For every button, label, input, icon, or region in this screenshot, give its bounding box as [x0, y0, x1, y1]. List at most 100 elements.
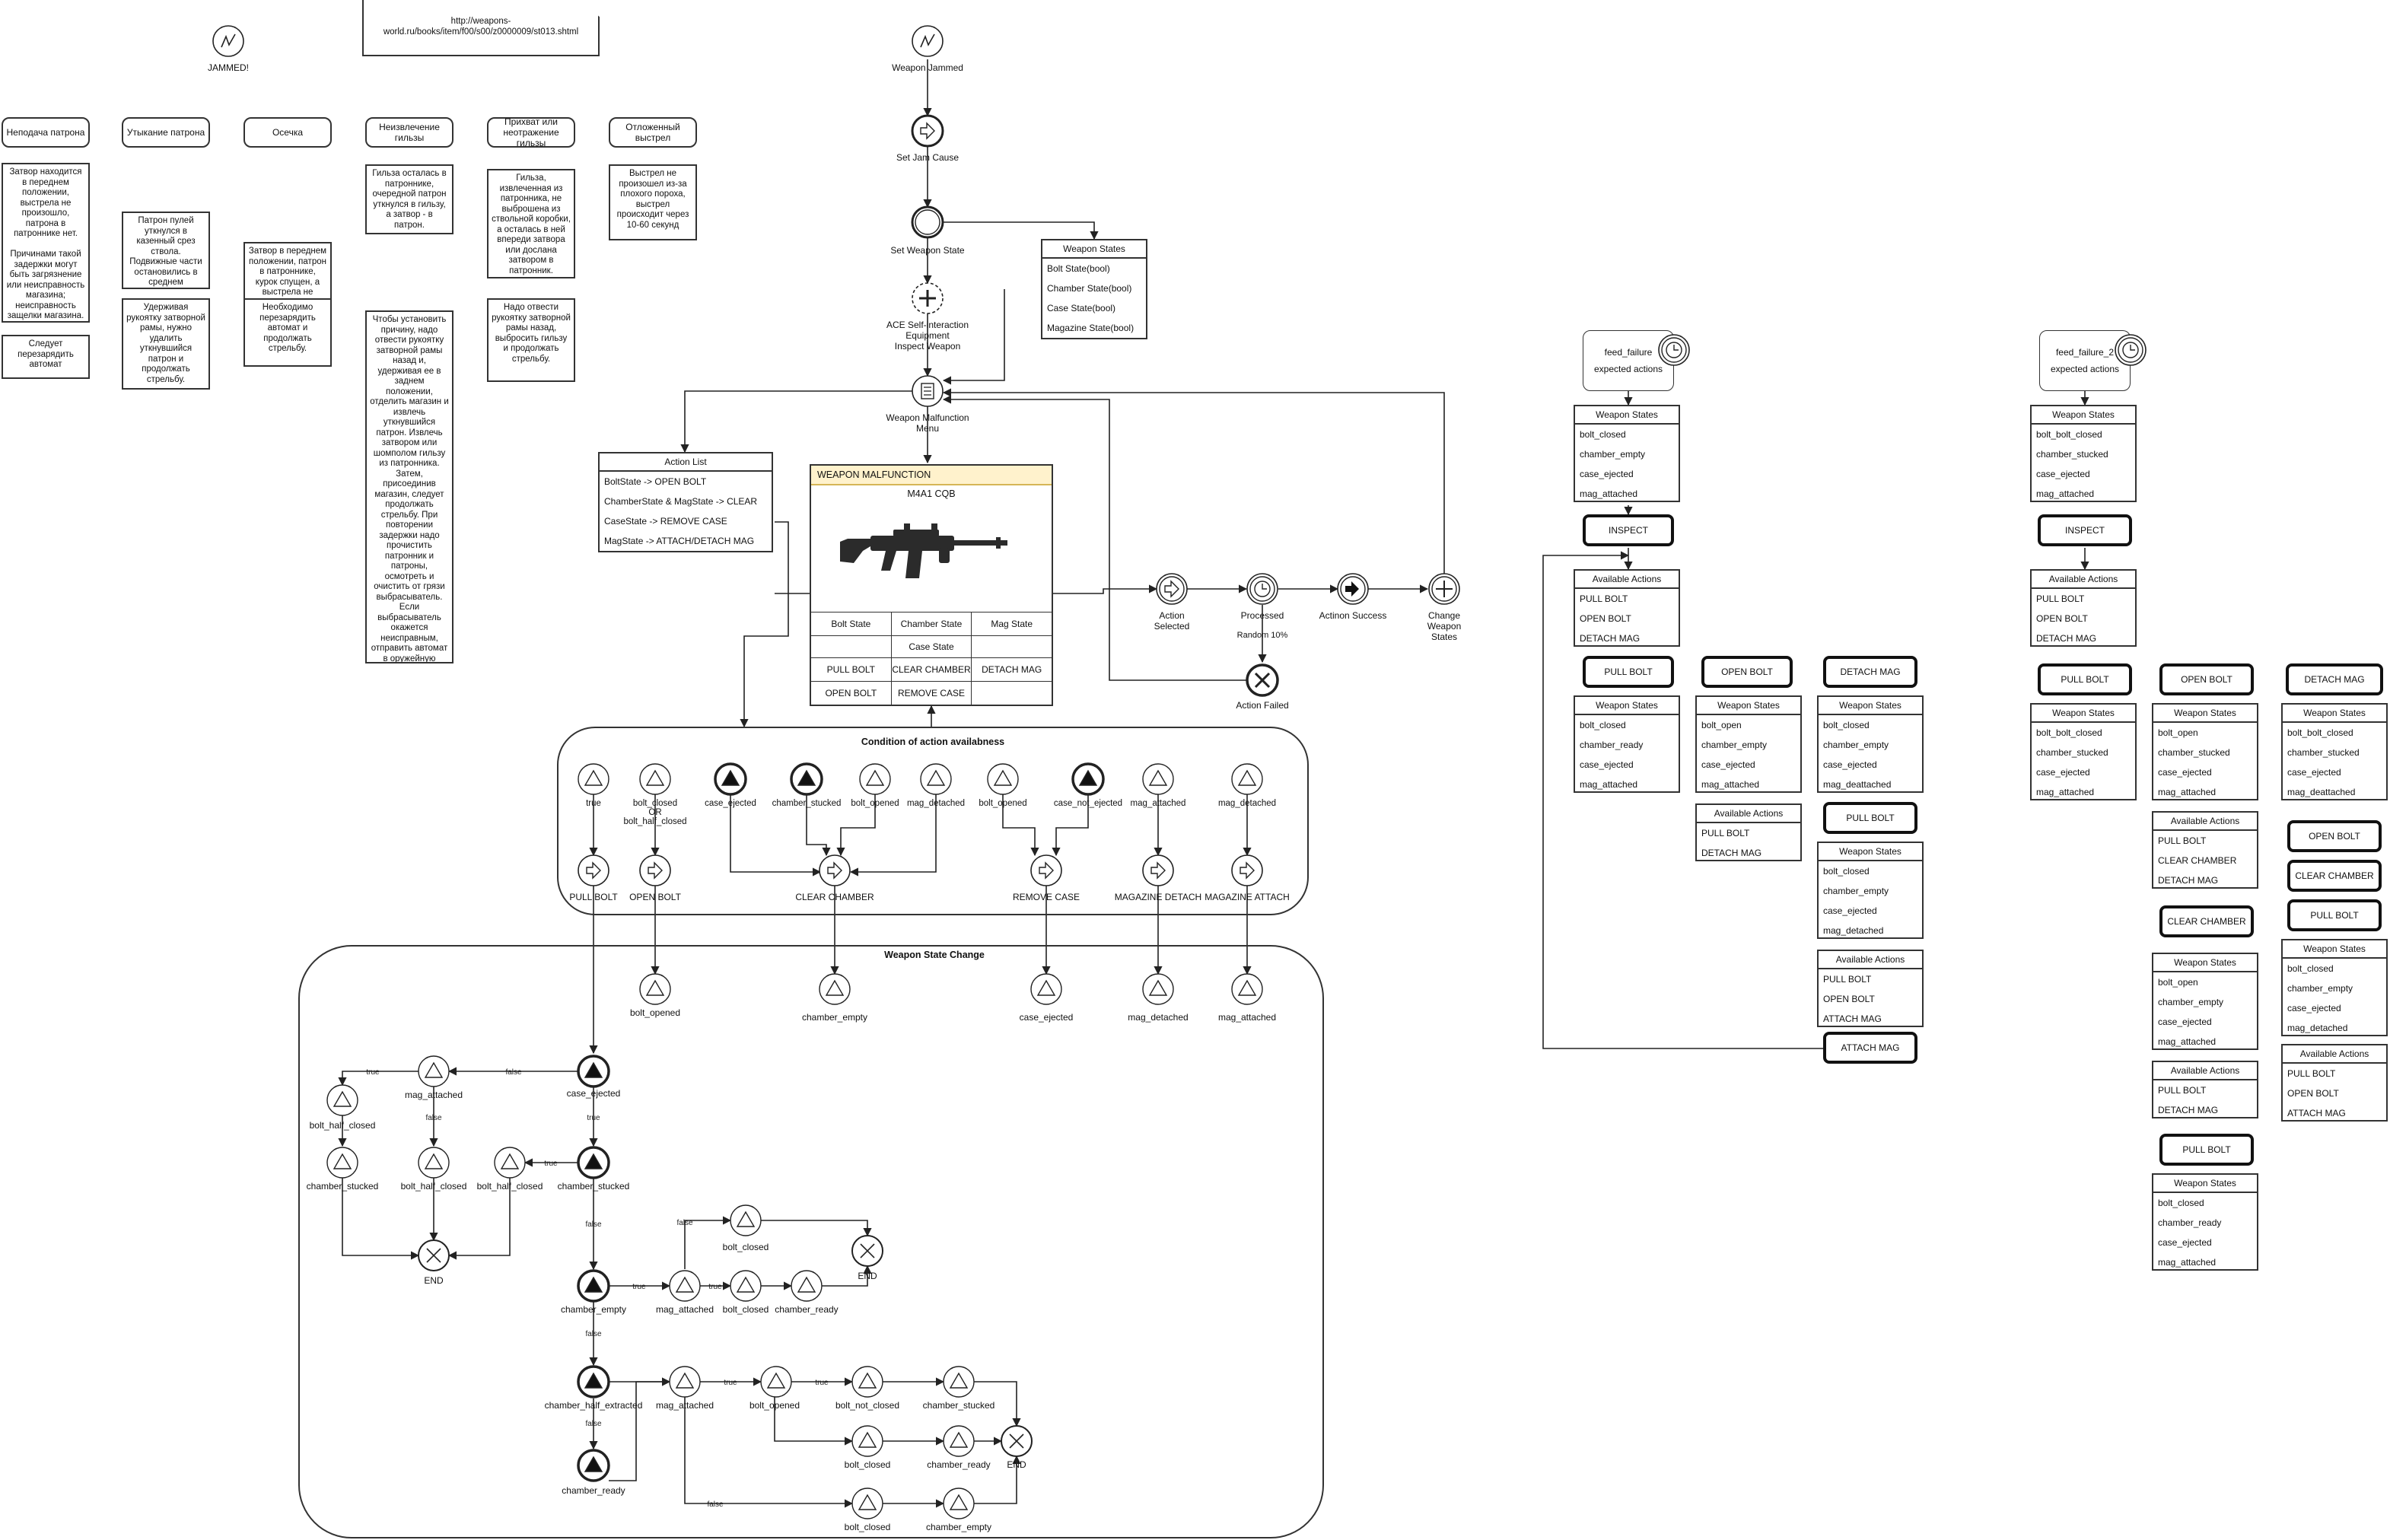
open-bolt-button[interactable]: OPEN BOLT [2159, 663, 2254, 695]
available-actions-row: OPEN BOLT [2036, 613, 2088, 624]
weapon-states-row: mag_attached [2158, 1257, 2217, 1268]
weapon-state-row: Case State(bool) [1047, 303, 1116, 313]
weapon-states-title: Weapon States [1819, 843, 1922, 861]
svg-text:true: true [632, 1283, 646, 1291]
state-node-label: chamber_stucked [557, 1181, 630, 1192]
weapon-states-row: chamber_empty [2287, 983, 2353, 994]
state-node-label: mag_attached [655, 1400, 714, 1411]
available-actions-row: PULL BOLT [1580, 593, 1628, 604]
weapon-states-row: chamber_ready [1580, 740, 1644, 750]
card-cell [972, 636, 1052, 657]
condition-label: bolt_closed OR bolt_half_closed [623, 799, 687, 826]
available-actions-row: OPEN BOLT [1823, 994, 1875, 1004]
available-actions-row: ATTACH MAG [2287, 1108, 2346, 1118]
weapon-states-row: bolt_closed [1823, 866, 1870, 877]
weapon-states-title: Weapon States [2032, 705, 2135, 723]
open-bolt-button[interactable]: OPEN BOLT [1701, 656, 1793, 688]
weapon-states-row: chamber_empty [1701, 740, 1768, 750]
available-actions-title: Available Actions [2283, 1045, 2386, 1064]
svg-text:true: true [815, 1379, 829, 1387]
available-actions-row: DETACH MAG [2158, 875, 2219, 886]
remove-case-option[interactable]: REMOVE CASE [892, 682, 972, 705]
svg-text:false: false [676, 1219, 693, 1227]
malfunction-title: Отложенный выстрел [609, 117, 697, 148]
weapon-states-row: mag_attached [1701, 779, 1760, 790]
action-list-table: Action List BoltState -> OPEN BOLT Chamb… [598, 452, 773, 552]
state-result-label: bolt_opened [629, 1007, 681, 1018]
inspect-button[interactable]: INSPECT [1583, 514, 1674, 546]
state-node-label: END [424, 1275, 444, 1286]
detach-mag-button[interactable]: DETACH MAG [2286, 663, 2383, 695]
card-cell [972, 682, 1052, 705]
available-actions-row: ATTACH MAG [1823, 1013, 1882, 1024]
jammed-label: JAMMED! [208, 62, 249, 73]
weapon-states-row: case_ejected [1823, 905, 1877, 916]
weapon-states-title: Weapon States [1575, 406, 1679, 425]
detach-mag-button[interactable]: DETACH MAG [1823, 656, 1917, 688]
state-node-label: bolt_half_closed [476, 1181, 543, 1192]
available-actions-row: PULL BOLT [1701, 828, 1750, 838]
feed_failure_2-event: feed_failure_2 expected actions [2039, 330, 2131, 391]
clear-chamber-button[interactable]: CLEAR CHAMBER [2287, 860, 2382, 892]
action-label: PULL BOLT [569, 892, 618, 902]
action-label: REMOVE CASE [1012, 892, 1080, 902]
weapon-states-row: bolt_closed [2158, 1198, 2204, 1208]
available-actions-row: PULL BOLT [2287, 1068, 2336, 1079]
pull-bolt-button[interactable]: PULL BOLT [1823, 802, 1917, 834]
weapon-states-title: Weapon States [1042, 240, 1146, 259]
malfunction-title: Прихват или неотражение гильзы [487, 116, 575, 148]
inspect-button[interactable]: INSPECT [2038, 514, 2132, 546]
pull-bolt-button[interactable]: PULL BOLT [2038, 663, 2132, 695]
malfunction-card-header: WEAPON MALFUNCTION [811, 466, 1052, 485]
weapon-states-row: chamber_empty [1823, 740, 1889, 750]
malfunction-title: Осечка [243, 117, 332, 148]
available-actions-row: PULL BOLT [2158, 835, 2207, 846]
weapon-states-title: Weapon States [1819, 697, 1922, 715]
weapon-states-row: mag_attached [1580, 779, 1638, 790]
weapon-states-row: mag_attached [2036, 787, 2095, 797]
condition-label: bolt_opened [979, 799, 1027, 808]
pull-bolt-button[interactable]: PULL BOLT [1583, 656, 1674, 688]
pull-bolt-button[interactable]: PULL BOLT [2159, 1134, 2254, 1166]
weapon-states-row: case_ejected [2036, 767, 2090, 778]
action-success-label: Actinon Success [1319, 610, 1387, 621]
pull-bolt-button[interactable]: PULL BOLT [2287, 899, 2382, 931]
clear-chamber-option[interactable]: CLEAR CHAMBER [892, 658, 972, 681]
detach-mag-option[interactable]: DETACH MAG [982, 664, 1042, 675]
state-node-label: END [1007, 1459, 1026, 1470]
weapon-states-title: Weapon States [1575, 697, 1679, 715]
weapon-states-row: chamber_empty [2158, 997, 2224, 1007]
weapon-states-row: bolt_open [1701, 720, 1742, 730]
available-actions-title: Available Actions [2032, 571, 2135, 589]
open-bolt-option[interactable]: OPEN BOLT [811, 682, 892, 705]
weapon-state-row: Magazine State(bool) [1047, 323, 1135, 333]
pull-bolt-option[interactable]: PULL BOLT [811, 658, 892, 681]
state-node-label: chamber_stucked [306, 1181, 379, 1192]
weapon-states-row: bolt_bolt_closed [2036, 429, 2102, 440]
open-bolt-button[interactable]: OPEN BOLT [2287, 820, 2382, 852]
state-node-label: bolt_half_closed [400, 1181, 467, 1192]
malfunction-description: Выстрел не произошел из-за плохого порох… [609, 164, 697, 240]
state-node-label: chamber_ready [927, 1459, 991, 1470]
state-node-label: chamber_empty [925, 1522, 992, 1532]
weapon-states-row: mag_attached [2158, 1036, 2217, 1047]
malfunction-title: Неизвлечение гильзы [365, 117, 453, 148]
available-actions-title: Available Actions [2153, 813, 2257, 831]
condition-label: mag_detached [1217, 799, 1277, 808]
available-actions-row: CLEAR CHAMBER [2158, 855, 2237, 866]
available-actions-row: DETACH MAG [1701, 848, 1762, 858]
state-node-label: bolt_half_closed [309, 1120, 376, 1131]
action-list-row: CaseState -> REMOVE CASE [604, 516, 727, 527]
feed_failure_2-expected: expected actions [2050, 364, 2120, 374]
feed_failure_2-event-name: feed_failure_2 [2055, 347, 2115, 358]
action-label: MAGAZINE DETACH [1114, 892, 1202, 902]
malfunction-title: Утыкание патрона [122, 117, 210, 148]
state-node-label: END [858, 1271, 877, 1281]
state-node-label: bolt_closed [844, 1459, 891, 1470]
attach-mag-button[interactable]: ATTACH MAG [1823, 1032, 1917, 1064]
clear-chamber-button[interactable]: CLEAR CHAMBER [2159, 905, 2254, 937]
action-selected-label: Action Selected [1154, 610, 1190, 632]
